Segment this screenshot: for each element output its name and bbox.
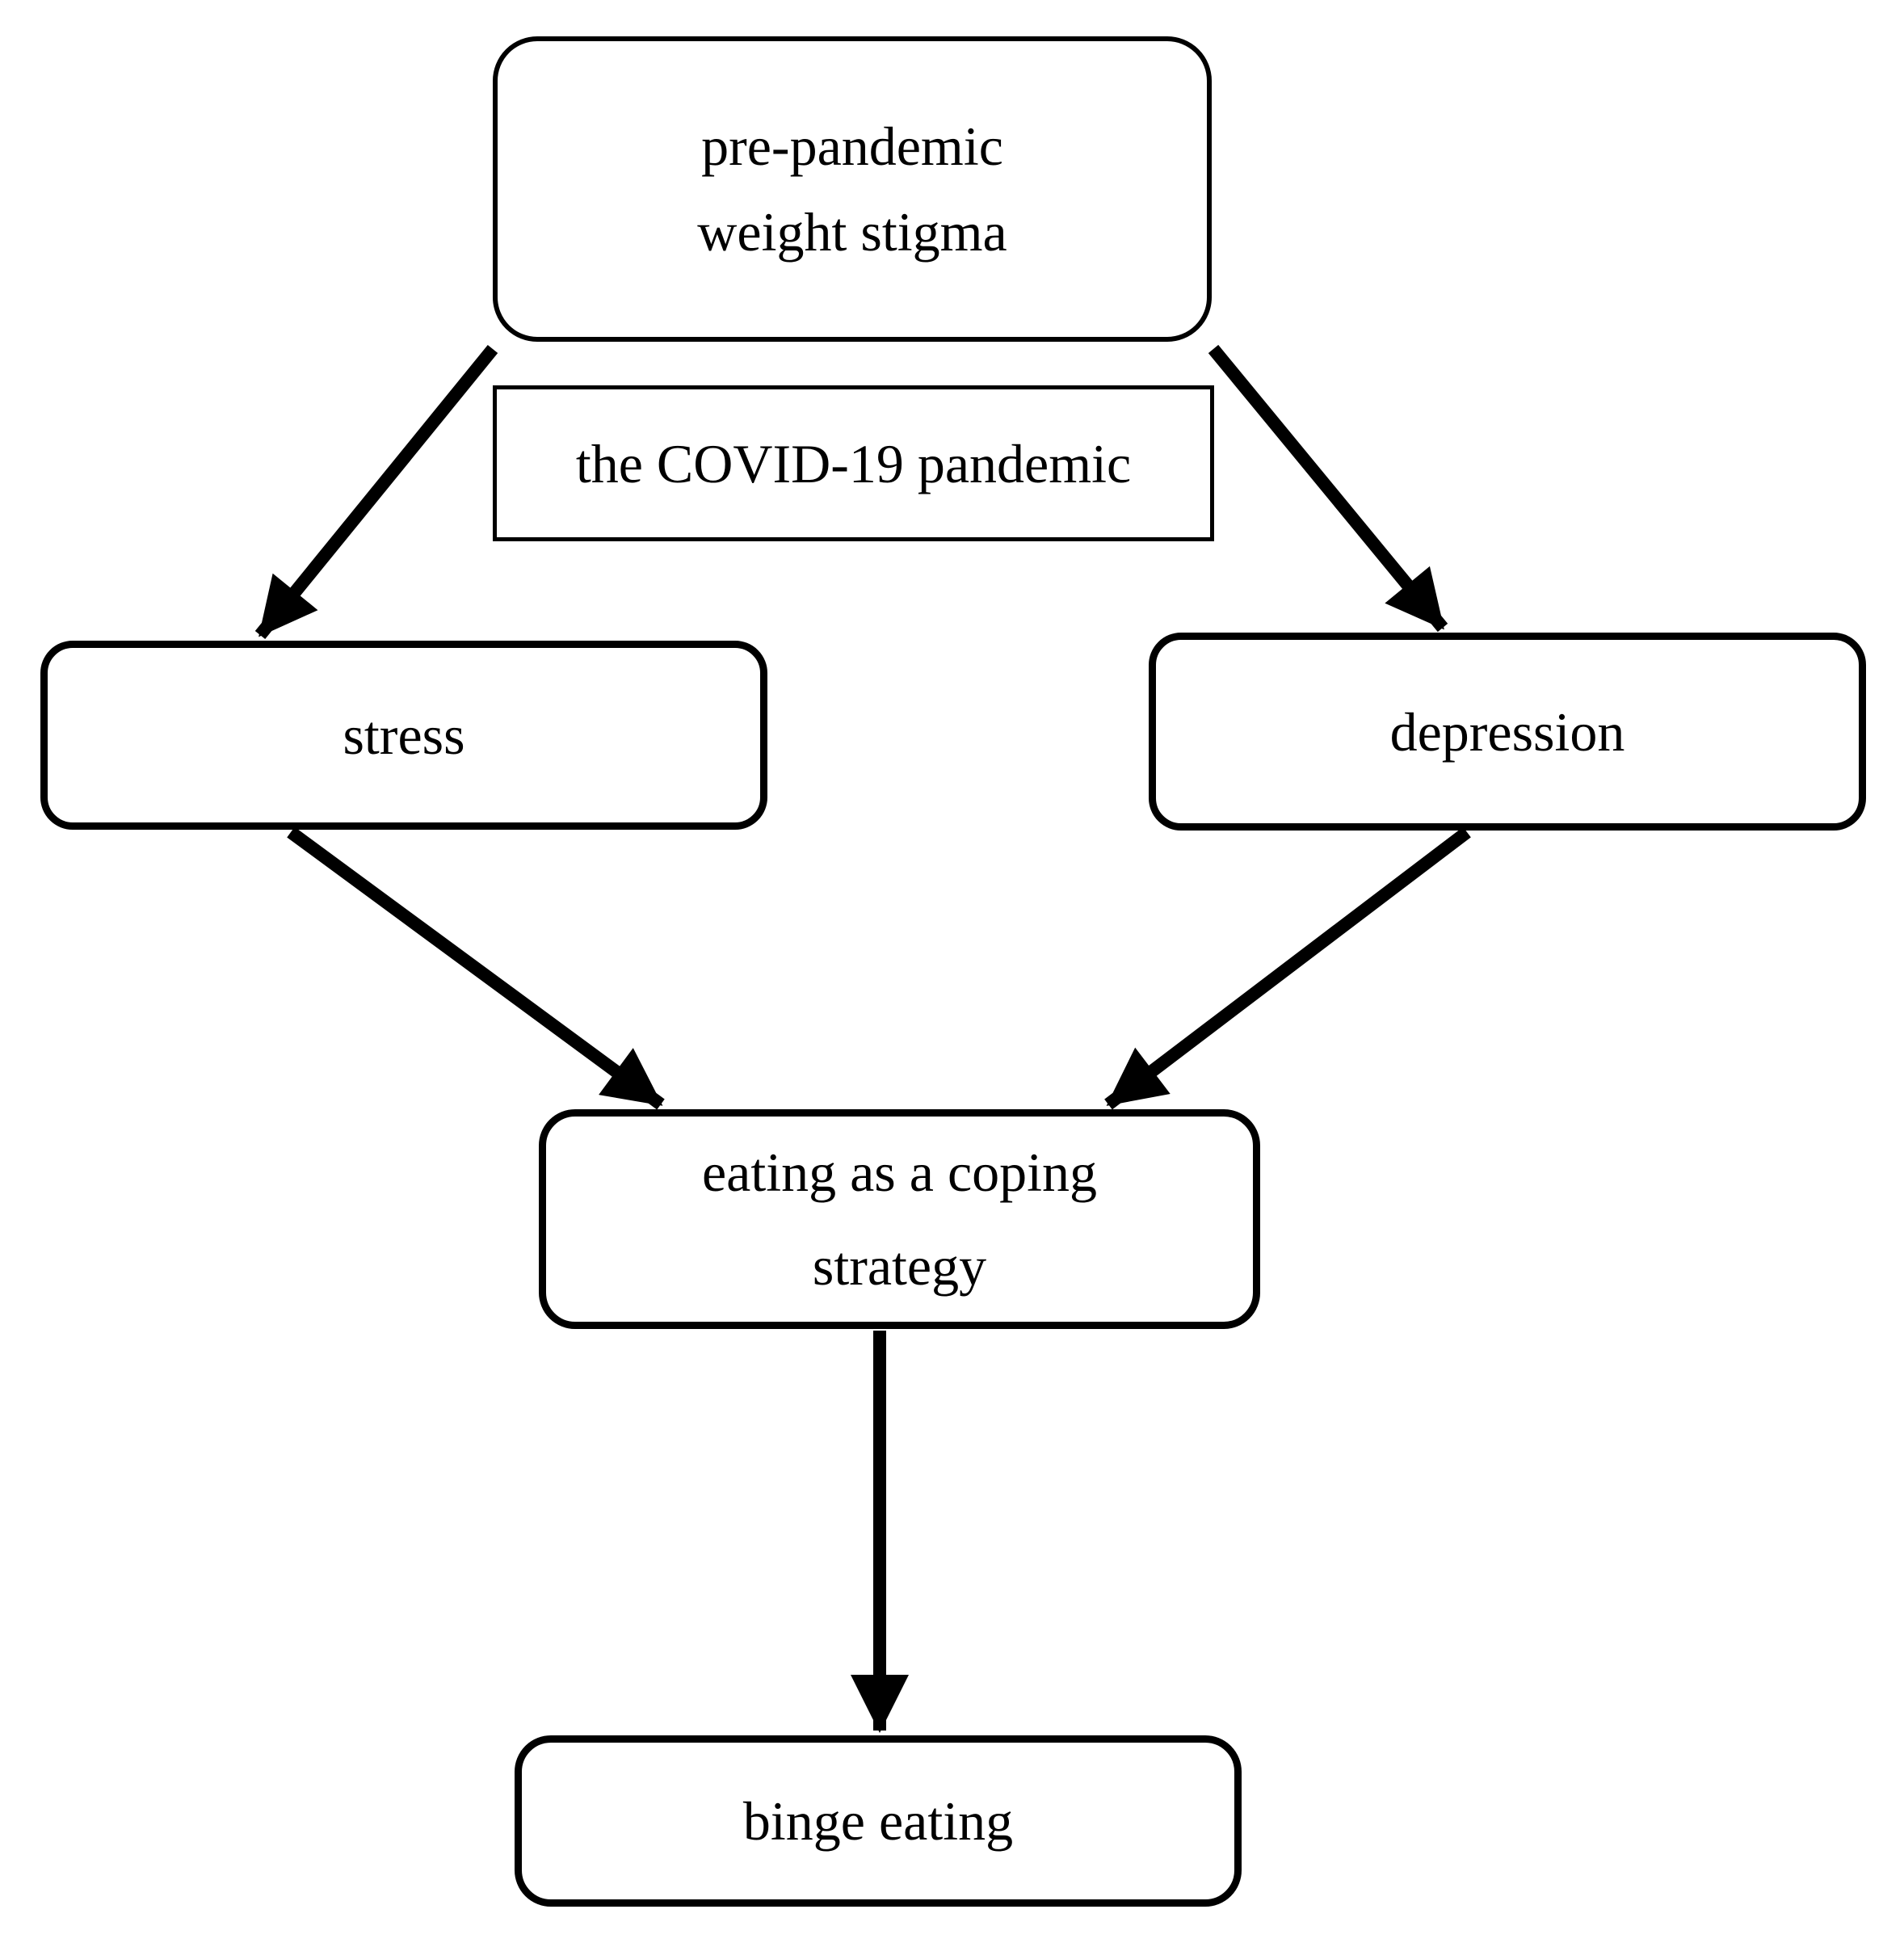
node-label-line: eating as a coping [701,1142,1098,1203]
arrow-depression-to-eating [1104,826,1471,1110]
node-stress: stress [40,641,767,830]
node-depression: depression [1149,633,1866,831]
node-label-line: pre-pandemic [701,116,1003,177]
arrow-stigma-to-stress [254,344,498,640]
arrow-stigma-to-depression [1208,344,1448,633]
node-binge-eating: binge eating [515,1735,1242,1907]
node-covid-19-pandemic: the COVID-19 pandemic [493,385,1214,541]
node-label-line: strategy [812,1235,987,1297]
node-label-line: the COVID-19 pandemic [575,432,1132,494]
node-label-line: weight stigma [697,201,1007,263]
node-label-line: stress [343,704,465,766]
arrow-stress-to-eating [287,826,665,1110]
node-pre-pandemic-weight-stigma: pre-pandemic weight stigma [493,36,1212,342]
node-label-line: binge eating [742,1790,1014,1852]
node-eating-coping-strategy: eating as a coping strategy [539,1109,1260,1329]
node-label-line: depression [1389,700,1625,763]
